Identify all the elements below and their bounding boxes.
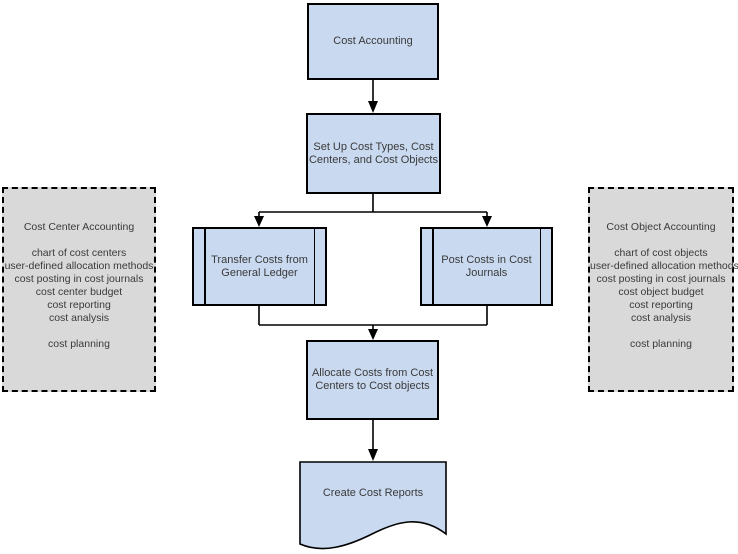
node-cost-accounting: Cost Accounting (307, 3, 439, 80)
note-item: cost object budget (618, 286, 704, 298)
note-item: cost analysis (48, 312, 110, 324)
predefined-process-bar-right (313, 229, 315, 304)
note-item: cost posting in cost journals (14, 273, 144, 285)
node-post-costs: Post Costs in Cost Journals (420, 227, 553, 306)
arrowhead-allocate (368, 329, 378, 340)
node-transfer-costs: Transfer Costs from General Ledger (192, 227, 327, 306)
split-connector (258, 194, 488, 217)
note-item: cost reporting (47, 299, 111, 311)
node-label: Post Costs in Cost Journals (441, 253, 532, 279)
note-item: cost center budget (35, 286, 123, 298)
node-allocate-costs: Allocate Costs from Cost Centers to Cost… (306, 340, 439, 420)
note-item: user-defined allocation methods (590, 260, 738, 272)
note-title: Cost Object Accounting (606, 221, 716, 233)
arrowhead-transfer (254, 216, 264, 227)
node-label: Cost Accounting (333, 35, 413, 47)
node-label: Transfer Costs from General Ledger (211, 253, 308, 279)
arrowhead-reports (368, 449, 378, 461)
note-item: cost planning (48, 338, 110, 350)
merge-connector (258, 306, 488, 330)
note-item: user-defined allocation methods (4, 260, 154, 272)
note-spacer (4, 234, 154, 247)
predefined-process-bar-left (432, 229, 434, 304)
predefined-process-bar-left (204, 229, 206, 304)
node-label: Create Cost Reports (322, 487, 424, 499)
document-shape (299, 461, 447, 550)
node-label: Allocate Costs from Cost Centers to Cost… (311, 367, 434, 392)
note-item: chart of cost objects (614, 247, 708, 259)
note-spacer (590, 325, 732, 338)
note-item: cost analysis (630, 312, 692, 324)
arrowhead-setup (368, 101, 378, 113)
note-item: cost planning (630, 338, 692, 350)
predefined-process-bar-right (539, 229, 541, 304)
node-label: Set Up Cost Types, Cost Centers, and Cos… (308, 140, 438, 166)
note-title: Cost Center Accounting (23, 221, 135, 233)
node-create-cost-reports: Create Cost Reports (299, 461, 447, 553)
note-cost-object-accounting: Cost Object Accounting chart of cost obj… (588, 187, 738, 392)
node-setup-cost-types: Set Up Cost Types, Cost Centers, and Cos… (306, 113, 441, 194)
note-item: cost posting in cost journals (596, 273, 726, 285)
note-cost-center-accounting: Cost Center Accounting chart of cost cen… (2, 187, 156, 392)
note-item: cost reporting (629, 299, 693, 311)
arrowhead-post (482, 216, 492, 227)
note-spacer (590, 234, 732, 247)
note-item: chart of cost centers (31, 247, 127, 259)
note-spacer (4, 325, 154, 338)
